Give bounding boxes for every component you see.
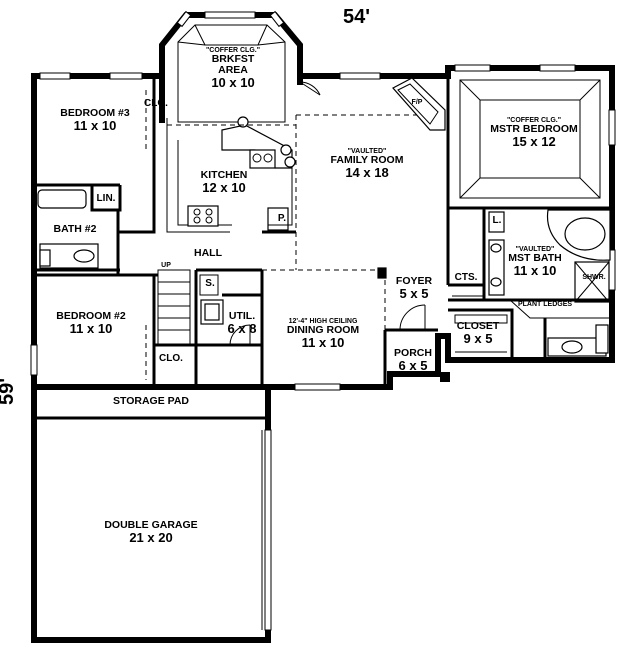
storage-pad: STORAGE PAD (112, 395, 190, 407)
cts-label: CTS. (454, 272, 478, 283)
breakfast-bay-walls (159, 10, 303, 123)
room-bedroom-3: BEDROOM #3 11 x 10 (60, 107, 130, 134)
room-note: "VAULTED" (515, 246, 555, 253)
room-name: BEDROOM #3 (60, 107, 130, 119)
room-name: MSTR BEDROOM (490, 123, 578, 136)
shelf-label: S. (205, 278, 215, 289)
room-name: CLOSET (456, 320, 500, 332)
room-name: DOUBLE GARAGE (104, 519, 198, 531)
room-size: 11 x 10 (73, 118, 117, 134)
room-breakfast-area: "COFFER CLG." BRKFST AREA 10 x 10 (206, 47, 260, 90)
room-note: "VAULTED" (347, 148, 387, 155)
room-hall: HALL (194, 247, 222, 259)
room-note: "COFFER CLG." (205, 47, 261, 54)
room-name: STORAGE PAD (112, 395, 190, 407)
room-size: 14 x 18 (345, 165, 389, 181)
room-name: FAMILY ROOM (330, 154, 404, 167)
room-note: 12'-4" HIGH CEILING (288, 318, 358, 325)
room-size: 5 x 5 (399, 286, 429, 302)
plant-ledges-label: PLANT LEDGES (517, 301, 573, 308)
room-bedroom-2: BEDROOM #2 11 x 10 (56, 310, 126, 337)
room-utility: UTIL. 6 x 8 (227, 310, 257, 337)
room-name: UTIL. (228, 310, 256, 322)
room-name: PORCH (394, 347, 432, 359)
width-dimension-label: 54' (343, 6, 371, 28)
closet-label-bedroom-2: CLO. (159, 353, 183, 364)
room-note: "COFFER CLG." (506, 117, 562, 124)
room-name: FOYER (395, 275, 433, 287)
room-size: 6 x 5 (398, 358, 428, 374)
room-name: KITCHEN (200, 169, 248, 181)
room-name-line2: AREA (218, 64, 248, 77)
room-size: 12 x 10 (202, 180, 246, 196)
room-kitchen: KITCHEN 12 x 10 (200, 169, 248, 196)
stairs-up-label: UP (161, 262, 171, 269)
room-size: 10 x 10 (211, 75, 255, 91)
depth-dimension-label: 59' (0, 377, 19, 406)
pantry-label: P. (277, 213, 287, 224)
room-size: 15 x 12 (512, 134, 556, 150)
master-linen-label: L. (492, 215, 502, 226)
linen-label: LIN. (96, 193, 116, 204)
room-dining-room: 12'-4" HIGH CEILING DINING ROOM 11 x 10 (287, 318, 359, 350)
room-double-garage: DOUBLE GARAGE 21 x 20 (104, 519, 198, 546)
room-master-bath: "VAULTED" MST BATH 11 x 10 (508, 246, 561, 278)
room-closet: CLOSET 9 x 5 (456, 320, 500, 347)
room-family-room: "VAULTED" FAMILY ROOM 14 x 18 (331, 148, 404, 180)
room-bath-2: BATH #2 (53, 223, 97, 235)
fireplace-label: F/P (411, 99, 423, 106)
room-size: 6 x 8 (227, 321, 257, 337)
exterior-walls (30, 64, 616, 643)
room-porch: PORCH 6 x 5 (394, 347, 432, 374)
shower-label: SHWR. (582, 274, 606, 281)
room-size: 11 x 10 (513, 263, 557, 279)
room-name: BATH #2 (53, 223, 97, 235)
room-name: BEDROOM #2 (56, 310, 126, 322)
room-size: 9 x 5 (463, 331, 493, 347)
room-name: MST BATH (508, 252, 562, 265)
room-size: 11 x 10 (301, 335, 345, 351)
room-name: HALL (194, 247, 222, 259)
room-size: 11 x 10 (69, 321, 113, 337)
room-master-bedroom: "COFFER CLG." MSTR BEDROOM 15 x 12 (490, 117, 578, 149)
room-size: 21 x 20 (129, 530, 173, 546)
room-name: BRKFST (211, 53, 255, 66)
closet-label-bedroom-3: CLO. (144, 98, 168, 109)
interior-walls (34, 68, 612, 420)
room-name: DINING ROOM (286, 324, 360, 337)
room-foyer: FOYER 5 x 5 (395, 275, 433, 302)
